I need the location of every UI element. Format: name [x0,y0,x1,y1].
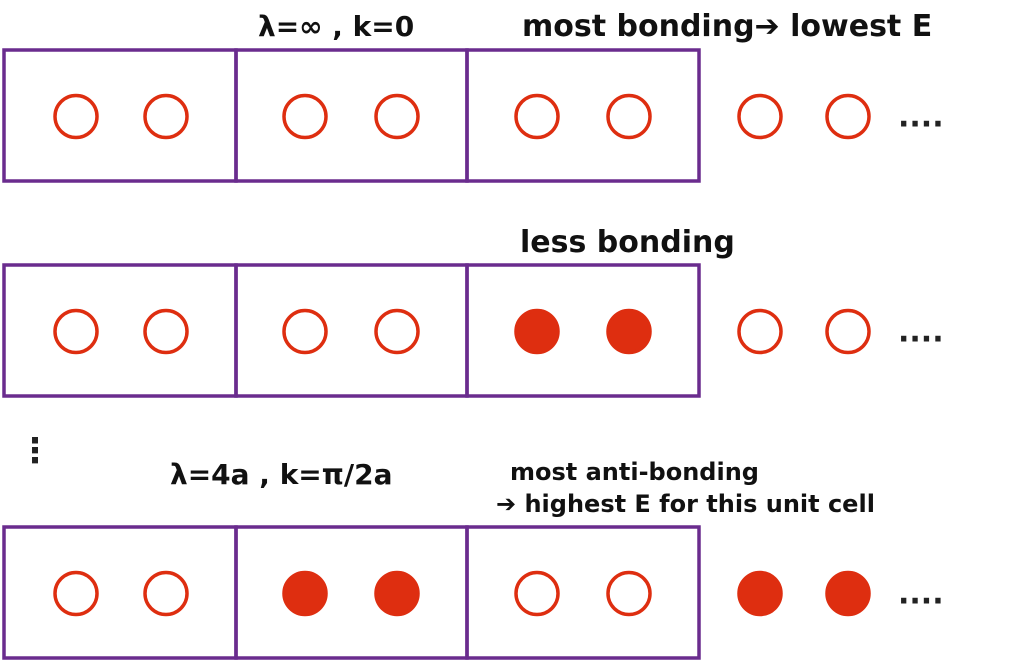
row2-energy-note: less bonding [520,225,735,260]
row3-energy-note-line2: ➔ highest E for this unit cell [496,490,875,518]
orbital-filled [825,570,871,617]
orbital-empty [825,93,871,140]
row1-wavelength-label: λ=∞ , k=0 [258,10,414,43]
orbital-empty [282,308,328,355]
orbital-empty [53,570,99,617]
unit-cell-3 [465,48,701,183]
orbital-filled [282,570,328,617]
orbital-empty [737,308,783,355]
orbital-empty [143,93,189,140]
row3-wavelength-label: λ=4a , k=π/2a [170,458,393,491]
orbital-row-1: .... [2,48,944,183]
orbital-empty [53,308,99,355]
orbital-filled [374,570,420,617]
orbital-empty [374,308,420,355]
orbital-filled [737,570,783,617]
unit-cell-2 [234,525,469,660]
orbital-empty [825,308,871,355]
orbital-empty [606,570,652,617]
row-continuation-dots: .... [898,577,944,612]
row1-energy-note: most bonding➔ lowest E [522,9,932,44]
orbital-empty [737,93,783,140]
unit-cell-1 [2,48,238,183]
orbital-empty [53,93,99,140]
orbital-empty [514,570,560,617]
orbital-empty [143,570,189,617]
row-continuation-dots: .... [898,315,944,350]
orbital-row-3: .... [2,525,944,660]
orbital-empty [374,93,420,140]
orbital-empty [143,308,189,355]
orbital-empty [282,93,328,140]
unit-cell-3 [465,263,701,398]
unit-cell-3 [465,525,701,660]
unit-cell-2 [234,48,469,183]
row3-energy-note-line1: most anti-bonding [510,458,759,486]
orbital-filled [606,308,652,355]
unit-cell-1 [2,263,238,398]
orbital-row-2: .... [2,263,944,398]
vertical-ellipsis: ⋮ [18,431,52,471]
unit-cell-1 [2,525,238,660]
orbital-filled [514,308,560,355]
row-continuation-dots: .... [898,100,944,135]
orbital-empty [514,93,560,140]
orbital-empty [606,93,652,140]
unit-cell-2 [234,263,469,398]
